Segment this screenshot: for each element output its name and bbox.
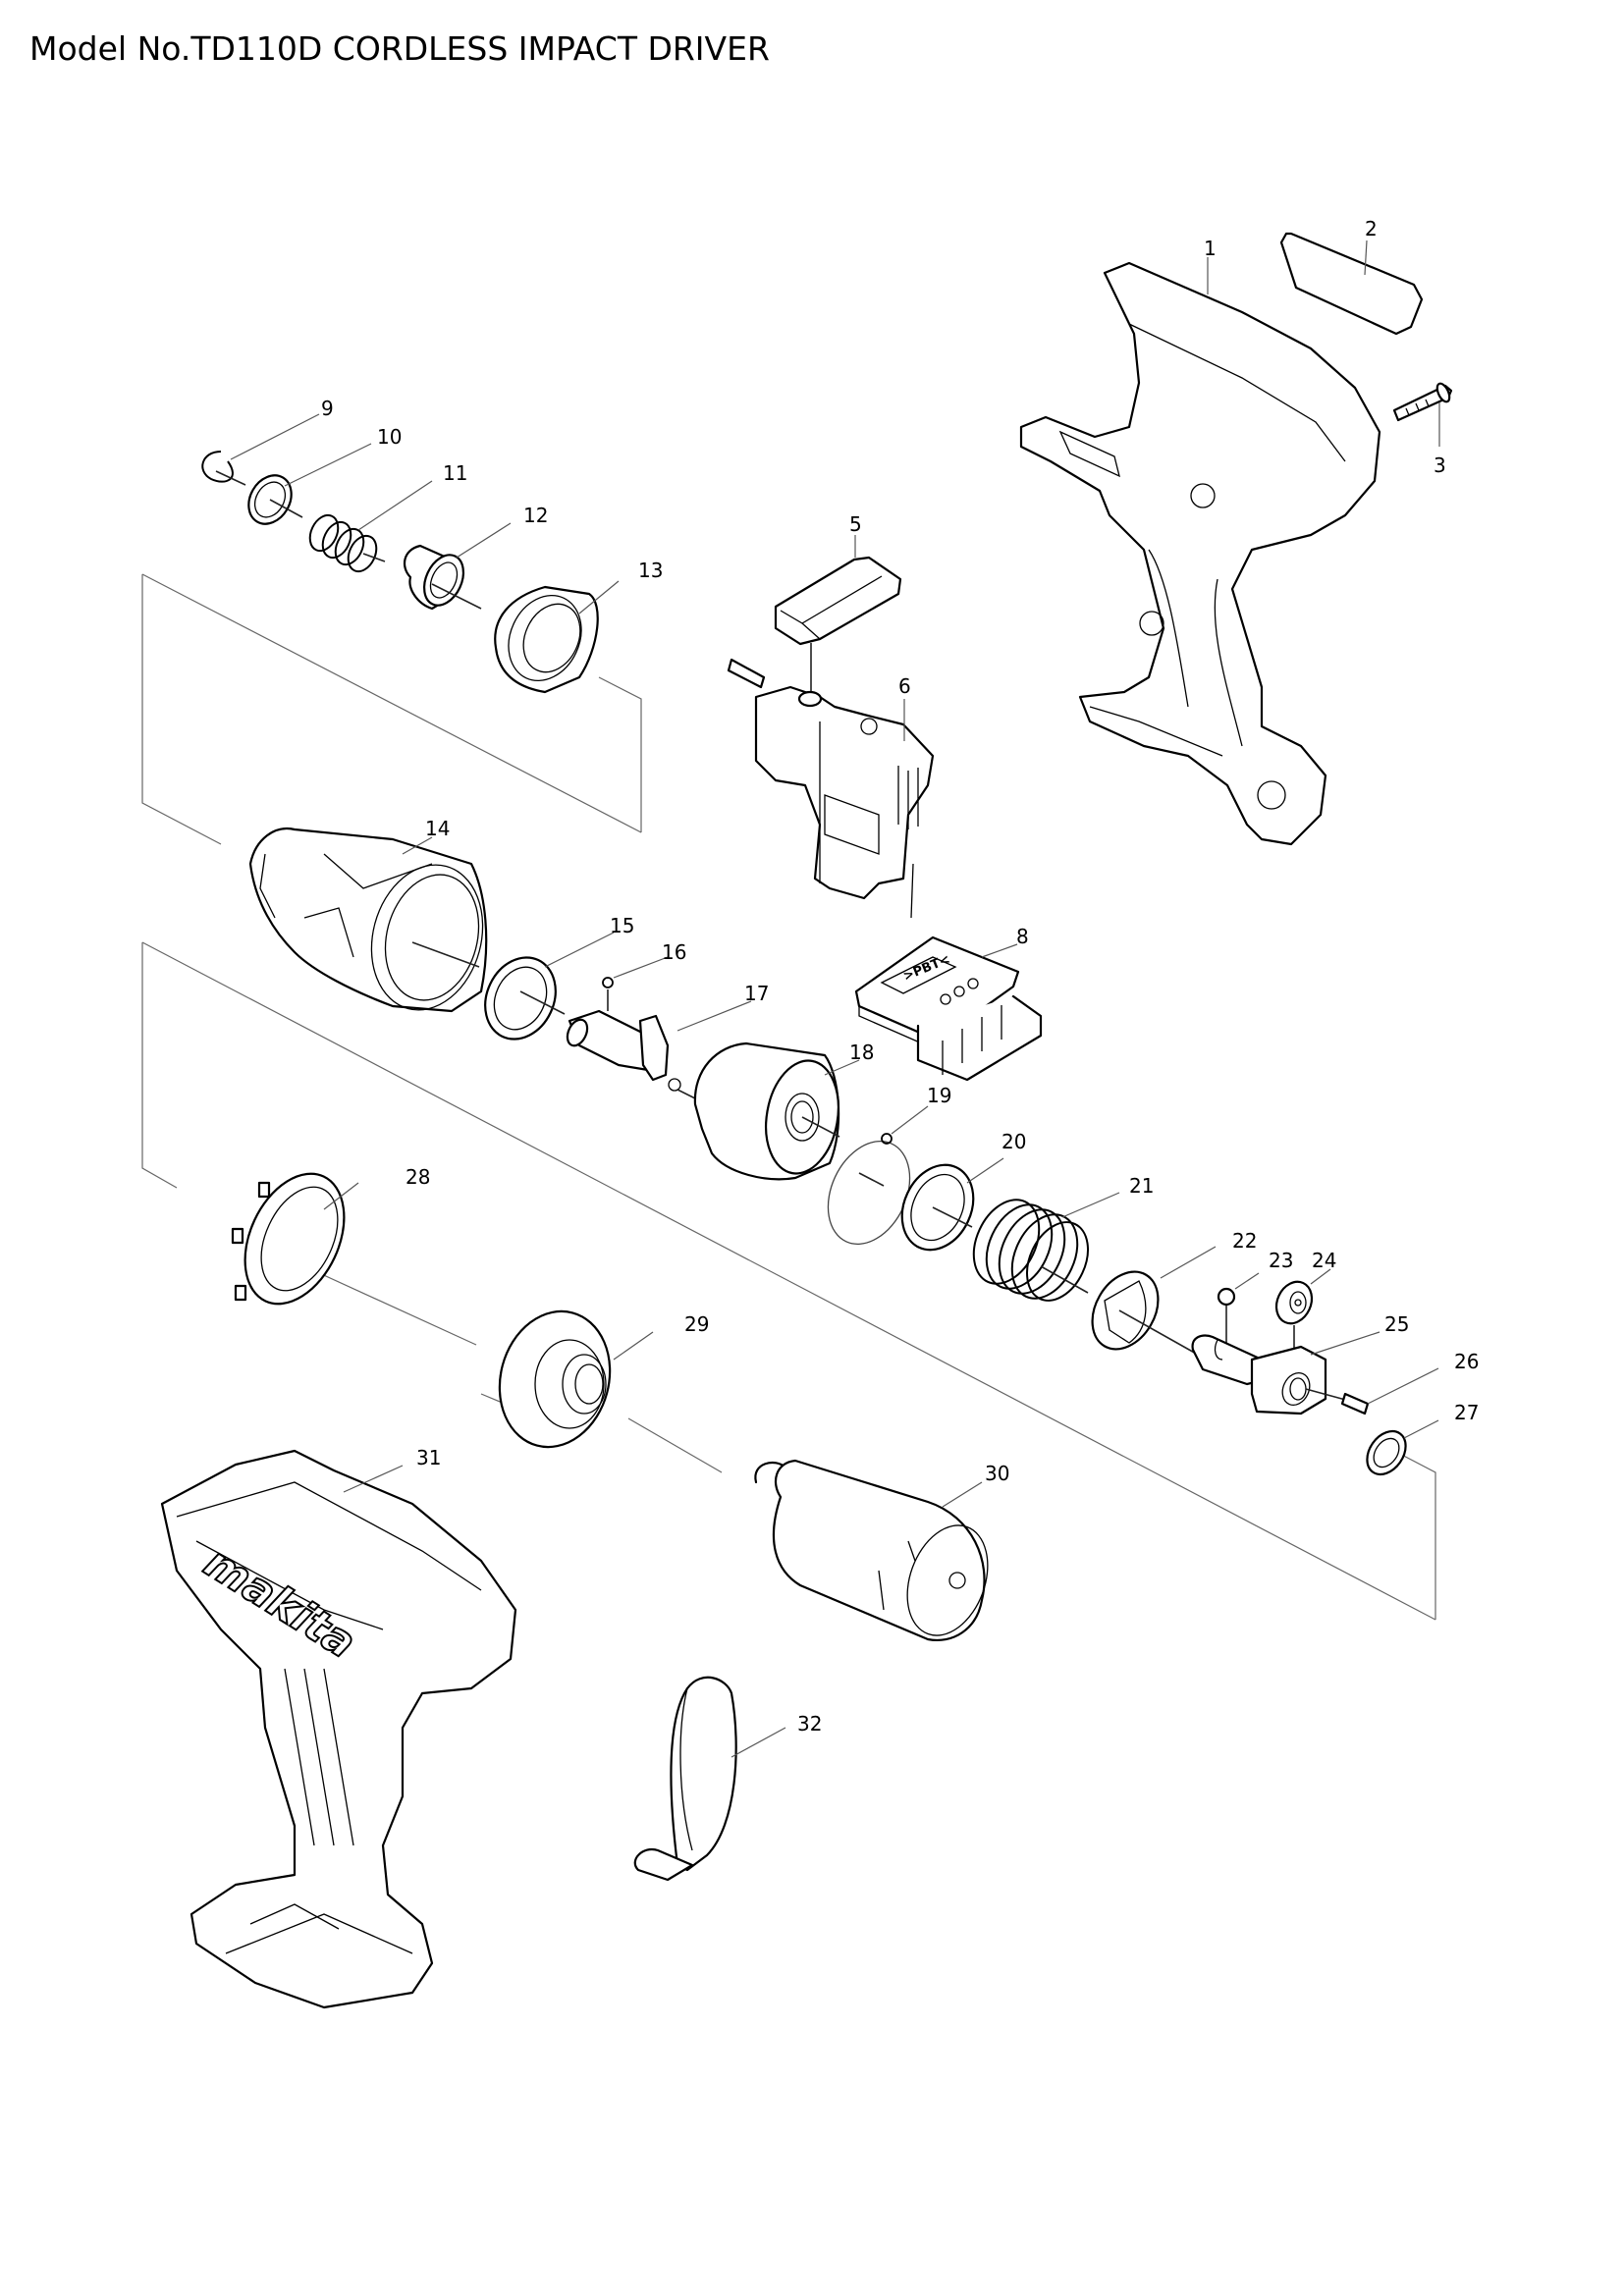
axis-15-17 <box>519 990 566 1015</box>
part-23-steel-ball[interactable] <box>1217 1287 1236 1307</box>
part-17-anvil[interactable] <box>564 1009 681 1092</box>
part-3-screw[interactable] <box>1392 382 1453 422</box>
leader-28 <box>323 1182 359 1210</box>
leader-26 <box>1367 1367 1439 1405</box>
axis-14-15 <box>411 941 480 968</box>
part-25-spindle[interactable] <box>1191 1334 1327 1415</box>
label-part-17: 17 <box>744 982 769 1005</box>
label-part-28: 28 <box>406 1165 430 1189</box>
leader-13 <box>578 580 620 614</box>
axis-20-21 <box>932 1206 973 1228</box>
label-part-24: 24 <box>1312 1249 1336 1272</box>
label-part-2: 2 <box>1365 217 1378 240</box>
label-part-30: 30 <box>985 1462 1009 1485</box>
part-6-switch[interactable] <box>727 658 935 919</box>
assembly-guide-lines <box>141 573 1436 1621</box>
axis-19-20 <box>858 1172 885 1187</box>
label-part-19: 19 <box>927 1084 951 1107</box>
part-16-steel-ball[interactable] <box>602 977 614 988</box>
part-number-labels: 1 2 3 5 6 8 9 10 11 12 13 14 15 16 17 18… <box>321 217 1479 1735</box>
leader-22 <box>1160 1246 1217 1279</box>
part-29-gear-housing[interactable] <box>485 1299 624 1460</box>
part-2-nameplate[interactable] <box>1279 232 1424 336</box>
part-12-sleeve[interactable] <box>403 544 471 612</box>
axis-22-25 <box>1118 1309 1199 1356</box>
part-30-motor[interactable] <box>754 1459 1001 1646</box>
label-part-8: 8 <box>1016 925 1029 948</box>
label-part-14: 14 <box>425 817 450 840</box>
leader-27 <box>1403 1419 1439 1439</box>
label-part-10: 10 <box>377 425 402 449</box>
label-part-11: 11 <box>443 461 467 485</box>
leader-15 <box>544 932 615 968</box>
axis-18-19 <box>801 1116 840 1138</box>
part-21-compression-spring[interactable] <box>961 1190 1100 1310</box>
label-part-27: 27 <box>1454 1401 1479 1424</box>
label-part-1: 1 <box>1204 237 1217 260</box>
part-24-knob[interactable] <box>1270 1276 1318 1329</box>
part-15-flat-washer[interactable] <box>472 946 568 1051</box>
leader-29 <box>613 1331 654 1361</box>
part-31-housing-set[interactable]: makita <box>160 1449 517 2009</box>
leader-12 <box>456 522 512 559</box>
part-18-hammer[interactable] <box>693 1041 847 1181</box>
leader-9 <box>230 413 320 460</box>
label-part-5: 5 <box>849 512 862 536</box>
axis-17-18 <box>677 1089 698 1100</box>
leader-25 <box>1310 1331 1380 1356</box>
part-14-hammer-case[interactable] <box>248 827 499 1023</box>
label-part-16: 16 <box>662 940 686 964</box>
leader-31 <box>343 1465 404 1493</box>
leader-18 <box>824 1059 860 1076</box>
part-13-bumper[interactable] <box>494 583 599 694</box>
leader-30 <box>942 1481 983 1508</box>
diagram-title: Model No.TD110D CORDLESS IMPACT DRIVER <box>29 29 770 68</box>
label-part-32: 32 <box>797 1712 822 1735</box>
part-8-controller[interactable]: >PBT< <box>854 935 1043 1082</box>
leader-21 <box>1061 1192 1120 1218</box>
part-32-strap[interactable] <box>633 1676 737 1882</box>
label-part-18: 18 <box>849 1041 874 1064</box>
axis-12-13 <box>431 583 482 610</box>
axis-21-22 <box>1040 1265 1089 1294</box>
leader-16 <box>613 956 669 979</box>
part-26-pin[interactable] <box>1340 1392 1370 1415</box>
leader-17 <box>677 1000 752 1032</box>
axis-9-10 <box>215 470 246 486</box>
part-11-compression-spring[interactable] <box>304 510 382 575</box>
part-5-lever[interactable] <box>774 556 902 646</box>
label-part-6: 6 <box>898 674 911 698</box>
leader-10 <box>284 443 372 487</box>
axis-10-11 <box>269 499 303 518</box>
leader-20 <box>966 1157 1004 1184</box>
part-28-ring-gear[interactable] <box>226 1158 364 1320</box>
label-part-25: 25 <box>1384 1312 1409 1336</box>
part-1-housing[interactable] <box>1019 261 1381 846</box>
label-part-13: 13 <box>638 559 663 582</box>
leader-11 <box>357 480 433 531</box>
label-part-26: 26 <box>1454 1350 1479 1373</box>
leader-23 <box>1234 1272 1260 1290</box>
label-part-23: 23 <box>1269 1249 1293 1272</box>
axis-11-12 <box>362 553 386 562</box>
leader-2 <box>1364 240 1368 276</box>
label-part-9: 9 <box>321 397 334 420</box>
leader-8 <box>981 943 1018 958</box>
leader-19 <box>891 1105 929 1135</box>
label-part-20: 20 <box>1001 1130 1026 1153</box>
label-part-3: 3 <box>1434 454 1446 477</box>
part-20-flat-washer[interactable] <box>889 1153 987 1261</box>
label-part-15: 15 <box>610 914 634 937</box>
leader-14 <box>402 836 433 855</box>
label-part-22: 22 <box>1232 1229 1257 1253</box>
part-27-flat-washer[interactable] <box>1359 1424 1413 1482</box>
leader-32 <box>731 1727 786 1758</box>
label-part-29: 29 <box>684 1312 709 1336</box>
part-9-retaining-ring[interactable] <box>201 451 234 483</box>
leader-24 <box>1310 1268 1331 1285</box>
part-22-flat-washer[interactable] <box>1079 1260 1171 1362</box>
label-part-12: 12 <box>523 504 548 527</box>
label-part-21: 21 <box>1129 1174 1154 1198</box>
label-part-31: 31 <box>416 1446 441 1469</box>
